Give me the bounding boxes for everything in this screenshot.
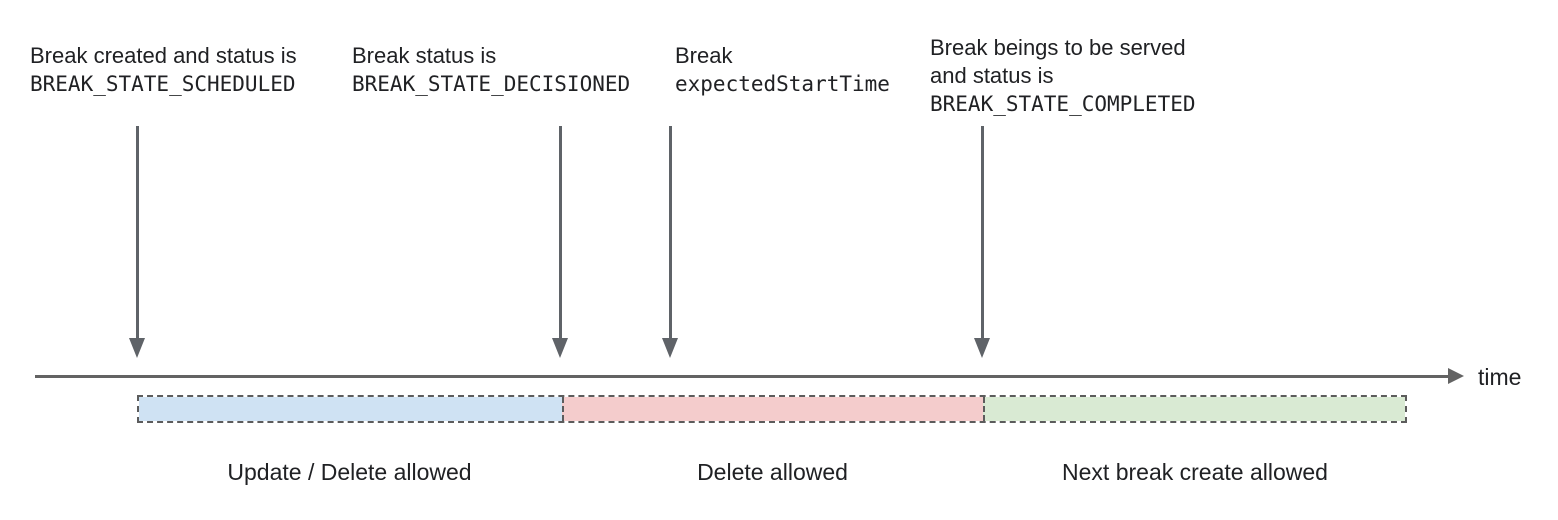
annotation-code: expectedStartTime: [675, 72, 890, 96]
annotation-text: Break created and status is: [30, 43, 297, 68]
arrow-stem: [668, 126, 672, 338]
arrowhead-down-icon: [974, 338, 990, 358]
annotation-break-decisioned: Break status is BREAK_STATE_DECISIONED: [352, 42, 630, 98]
annotation-break-completed: Break beings to be served and status is …: [930, 34, 1196, 118]
arrow-stem: [980, 126, 984, 338]
time-axis-arrowhead-icon: [1448, 368, 1464, 384]
annotation-text: Break: [675, 43, 733, 68]
arrow-stem: [135, 126, 139, 338]
annotation-expected-start-time: Break expectedStartTime: [675, 42, 890, 98]
arrowhead-down-icon: [662, 338, 678, 358]
arrowhead-down-icon: [129, 338, 145, 358]
segment-bar: [137, 395, 1407, 423]
down-arrow-scheduled-icon: [129, 126, 145, 358]
down-arrow-expected-start-icon: [662, 126, 678, 358]
annotation-text: Break beings to be served: [930, 35, 1186, 60]
segment-labels-row: Update / Delete allowed Delete allowed N…: [137, 458, 1407, 486]
segment-update-delete-allowed: [139, 397, 562, 421]
segment-next-break-create-allowed: [983, 397, 1405, 421]
annotation-text: Break status is: [352, 43, 497, 68]
annotation-break-scheduled: Break created and status is BREAK_STATE_…: [30, 42, 297, 98]
time-axis-label: time: [1478, 364, 1522, 390]
segment-label-delete: Delete allowed: [697, 459, 848, 485]
arrow-stem: [558, 126, 562, 338]
annotation-code: BREAK_STATE_DECISIONED: [352, 72, 631, 96]
segment-label-update-delete: Update / Delete allowed: [227, 459, 472, 485]
segment-label-next-break: Next break create allowed: [1062, 459, 1328, 485]
down-arrow-decisioned-icon: [552, 126, 568, 358]
annotation-code: BREAK_STATE_COMPLETED: [930, 92, 1196, 116]
annotation-code: BREAK_STATE_SCHEDULED: [30, 72, 296, 96]
time-axis-line: [35, 375, 1448, 378]
segment-delete-allowed: [562, 397, 983, 421]
annotation-text: and status is: [930, 63, 1054, 88]
arrowhead-down-icon: [552, 338, 568, 358]
down-arrow-completed-icon: [974, 126, 990, 358]
